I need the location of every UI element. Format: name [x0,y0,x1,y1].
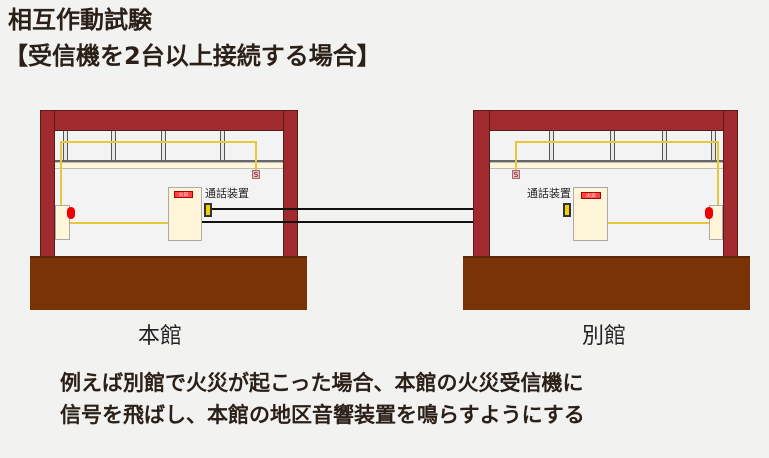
bell-icon [67,207,75,219]
bell-icon [705,207,713,219]
ground [30,256,307,310]
subtitle: 【受信機を2台以上接続する場合】 [4,42,381,70]
bell-box [55,205,70,240]
phone-label: 通話装置 [205,187,249,200]
phone-icon [563,203,571,217]
phone-line [212,208,564,210]
frame-beam [473,110,738,131]
signal-line [202,221,573,223]
fire-receiver-panel [573,187,608,241]
panel-label: 火災 [581,192,601,199]
ground [463,256,750,310]
building-name: 本館 [138,324,183,349]
smoke-detector: S [252,170,260,179]
description-line: 信号を飛ばし、本館の地区音響装置を鳴らすようにする [60,403,585,427]
phone-icon [204,203,212,217]
description-line: 例えば別館で火災が起こった場合、本館の火災受信機に [60,371,584,395]
frame-column [723,110,738,258]
smoke-detector: S [512,170,520,179]
title: 相互作動試験 [8,6,152,34]
frame-beam [40,110,298,131]
building-name: 別館 [582,324,627,349]
frame-column [283,110,298,258]
frame-column [473,110,490,258]
phone-label: 通話装置 [527,187,571,200]
frame-column [40,110,55,258]
panel-label: 火災 [174,191,193,198]
